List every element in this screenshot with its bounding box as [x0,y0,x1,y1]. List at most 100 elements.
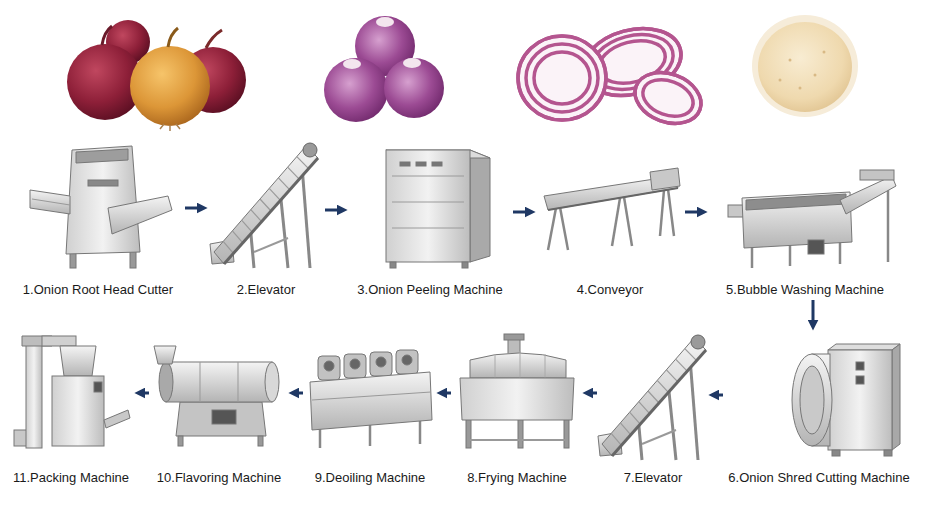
flow-arrow [325,209,341,212]
machine-node: 10.Flavoring Machine [149,330,289,488]
deoiling-machine-drawing [344,354,366,378]
deoiling-machine-drawing [324,361,334,371]
whole-onions-photo [168,28,178,47]
machine-label: 11.Packing Machine [7,470,135,486]
peeling-machine-drawing [470,150,490,262]
onion-rings-photo [518,36,606,120]
frying-machine-drawing [460,334,574,448]
onion-rings-photo [638,73,698,123]
peeling-machine-drawing [462,262,468,268]
machine-node: 4.Conveyor [535,140,685,300]
flavoring-machine-drawing [212,410,236,424]
machine-node: 6.Onion Shred Cutting Machine [723,330,915,488]
packing-machine-drawing [60,346,96,376]
machine-node: 9.Deoiling Machine [303,330,437,488]
conveyor-drawing [624,197,632,246]
flow-arrow [185,207,201,210]
machine-node: 7.Elevator [597,330,709,488]
machine-node: 5.Bubble Washing Machine [707,140,903,300]
bubble-washer-drawing [751,246,754,268]
conveyor-drawing [560,207,568,250]
peeled-onions-photo [376,17,394,27]
flow-arrow [812,300,815,324]
frying-machine-drawing [518,418,523,448]
flavoring-machine-drawing [200,362,201,402]
flow-arrow [513,211,529,214]
peeling-machine-drawing [392,202,464,203]
machine-label: 5.Bubble Washing Machine [707,282,903,298]
machine-node: 11.Packing Machine [7,330,135,488]
deoiling-machine-drawing [310,372,432,430]
deoiling-machine-drawing [318,356,340,380]
onion-powder-photo [814,74,817,77]
bubble-washer-drawing [728,205,744,217]
flow-arrow [295,392,303,395]
bubble-washer-drawing [839,242,842,264]
conveyor-drawing [660,190,664,236]
deoiling-machine-drawing [369,424,372,446]
packing-machine-drawing [26,340,42,448]
conveyor-drawing [612,198,620,246]
conveyor-drawing [650,168,680,190]
frying-machine-drawing [495,354,496,378]
deoiling-machine-drawing [396,350,418,374]
peeled-onions-photo [324,58,388,122]
packing-machine-drawing [52,376,104,446]
peeling-machine-drawing [390,262,396,268]
deoiling-machine-drawing [319,428,322,448]
onion-rings-photo [628,64,708,132]
peeled-onions-photo [324,16,444,122]
packing-machine-drawing [14,336,130,448]
onion-rings-photo [628,64,708,132]
whole-onions-photo [67,20,246,131]
frying-machine-drawing [564,418,569,448]
onion-rings-photo [534,52,590,104]
root-cutter-drawing [30,146,172,268]
root-cutter-drawing [88,180,118,186]
deoiling-machine-drawing [376,357,386,367]
machine-label: 1.Onion Root Head Cutter [11,282,185,298]
whole-onions-photo [130,46,210,126]
machine-label: 4.Conveyor [535,282,685,298]
root-cutter-drawing [32,199,70,205]
frying-machine-drawing [466,418,471,448]
peeling-machine-drawing [386,150,470,262]
shred-cutter-drawing [856,362,864,370]
flow-arrow [715,394,723,397]
machine-node: 1.Onion Root Head Cutter [11,140,185,300]
shred-cutter-drawing [892,344,900,450]
shred-cutter-drawing [828,350,892,450]
onion-powder-photo [779,51,826,90]
packing-machine-drawing [94,382,102,392]
illustration [210,143,318,268]
onion-rings-photo [518,36,606,120]
shred-cutter-drawing [856,376,864,384]
peeling-machine-drawing [392,176,464,177]
flow-arrow [443,392,451,395]
whole-onions-photo [102,26,112,45]
flavoring-machine-drawing [178,436,183,446]
onion-rings-photo [526,44,598,112]
machine-label: 8.Frying Machine [451,470,583,486]
machine-label: 9.Deoiling Machine [303,470,437,486]
onion-powder-photo [758,22,852,112]
peeled-onions-photo [343,59,361,69]
shred-cutter-drawing [884,450,892,456]
bubble-washer-drawing [808,240,824,254]
frying-machine-drawing [468,439,566,441]
frying-machine-drawing [470,353,566,378]
machine-label: 2.Elevator [207,282,325,298]
deoiling-machine-drawing [310,350,432,448]
machine-label: 7.Elevator [597,470,709,486]
bubble-washer-drawing [746,194,846,210]
peeled-onions-photo [384,58,444,118]
onion-powder-photo [789,59,792,62]
shred-cutter-drawing [800,366,824,434]
conveyor-drawing [544,168,680,250]
whole-onions-photo [206,30,222,48]
whole-onions-photo [160,124,180,131]
shred-cutter-drawing [792,344,900,456]
flavoring-machine-drawing [166,362,272,402]
